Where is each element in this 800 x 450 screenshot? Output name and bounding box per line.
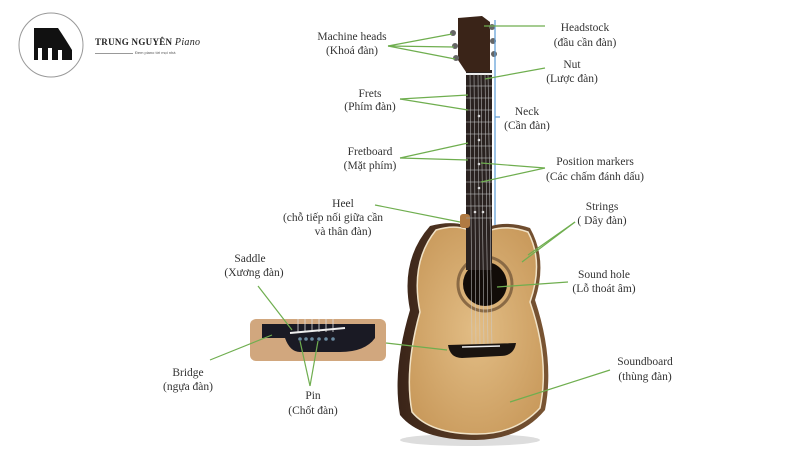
- guitar: [397, 16, 549, 446]
- heel-label: Heel: [332, 198, 354, 210]
- pin-label: Pin: [305, 390, 321, 402]
- soundboard: [408, 226, 545, 435]
- sound-hole-label: Sound hole: [578, 269, 630, 281]
- strings-label: Strings: [586, 201, 619, 213]
- frets-label-vi: (Phím đàn): [344, 101, 396, 113]
- neck-bracket: [494, 20, 500, 225]
- fretboard-label-vi: (Mặt phím): [344, 160, 397, 172]
- headstock-label: Headstock: [561, 22, 610, 34]
- brand-tagline: Đem piano tới mọi nhà: [135, 50, 176, 55]
- bridge-label: Bridge: [172, 367, 203, 379]
- saddle-label: Saddle: [234, 253, 265, 265]
- neck-label-vi: (Cần đàn): [504, 119, 550, 132]
- soundboard-label-vi: (thùng đàn): [618, 371, 672, 383]
- brand-name: TRUNG NGUYÊN Piano: [95, 37, 200, 48]
- sound-hole-label-vi: (Lỗ thoát âm): [572, 282, 635, 295]
- brand-script: Piano: [174, 37, 201, 48]
- headstock: [458, 16, 490, 72]
- saddle-label-vi: (Xương đàn): [224, 267, 283, 279]
- nut-label-vi: (Lược đàn): [546, 73, 598, 85]
- position-markers-label-vi: (Các chấm đánh dấu): [546, 170, 644, 183]
- heel-label-vi-2: và thân đàn): [315, 226, 372, 238]
- machine-heads-label-vi: (Khoá đàn): [326, 45, 378, 57]
- bridge-label-vi: (ngựa đàn): [163, 381, 213, 393]
- leader-lines: [209, 25, 611, 403]
- headstock-label-vi: (đầu cần đàn): [554, 36, 617, 49]
- bridge-closeup-inset: [250, 319, 386, 361]
- pin-label-vi: (Chốt đàn): [288, 404, 338, 417]
- machine-heads-label: Machine heads: [317, 31, 387, 43]
- logo: [18, 12, 84, 78]
- brand-text: TRUNG NGUYÊN: [95, 37, 173, 47]
- soundboard-label: Soundboard: [617, 356, 673, 368]
- nut-label: Nut: [563, 59, 581, 71]
- strings-label-vi: ( Dây đàn): [577, 215, 626, 227]
- part-labels: Machine heads (Khoá đàn) Headstock (đầu …: [163, 22, 673, 417]
- frets-label: Frets: [359, 88, 383, 100]
- fretboard-label: Fretboard: [348, 146, 393, 158]
- neck-label: Neck: [515, 106, 540, 118]
- heel-label-vi-1: (chỗ tiếp nối giữa cần: [283, 211, 383, 224]
- brand-divider: [95, 53, 133, 54]
- position-markers-label: Position markers: [556, 156, 634, 168]
